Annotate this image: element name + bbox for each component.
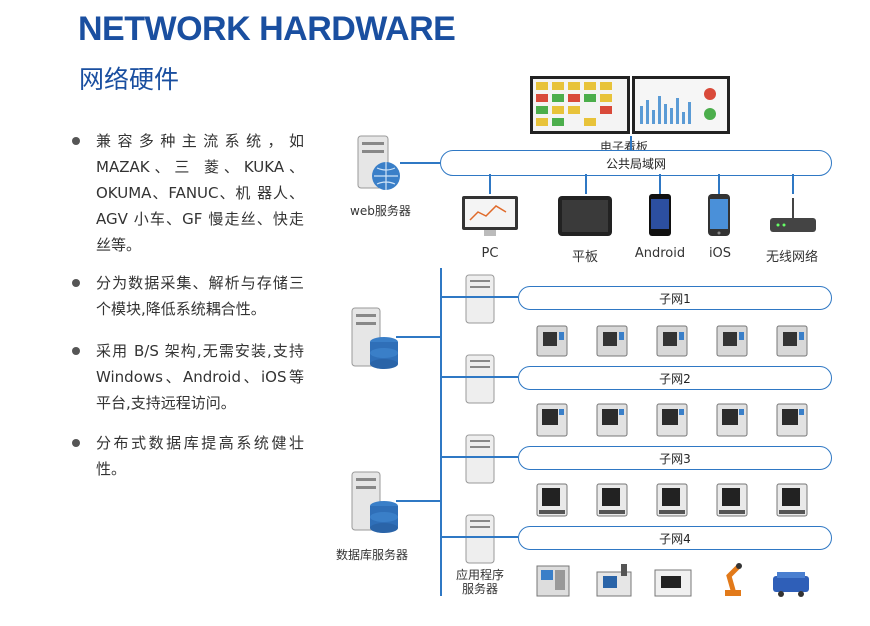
cnc-machine-icon [716,325,748,357]
page-title-en: NETWORK HARDWARE [78,10,456,48]
cnc-machine-icon [776,325,808,357]
app-server-icon [465,354,495,404]
wireless-router-icon [770,198,816,232]
device-label-tablet: 平板 [571,250,598,265]
dashboard-connector [630,136,632,154]
device-label-ios: iOS [708,246,732,261]
app-server-icon [465,274,495,324]
device-connector [718,174,720,194]
device-connector [489,174,491,194]
subnet-1-machines [536,325,808,357]
bullet-dot [72,439,80,447]
bullet-dot [72,137,80,145]
cnc-machine-icon [596,325,628,357]
bullet-item-distributed-db: 分布式数据库提高系统健壮性。 [72,430,304,482]
bullet-item-compat: 兼容多种主流系统，如MAZAK、三 菱、KUKA、OKUMA、FANUC、机 器… [72,128,304,258]
subnet-connector [440,296,518,298]
bullet-dot [72,279,80,287]
subnet-label: 子网2 [659,371,691,386]
cnc-machine-icon [776,403,808,437]
subnet-bus-2: 子网2 [518,366,832,390]
subnet-bus-1: 子网1 [518,286,832,310]
db-connector [396,336,440,338]
public-lan-label: 公共局域网 [605,156,666,171]
app-server-label: 应用程序服务器 [455,568,504,596]
tablet-icon [558,196,612,236]
cnc-machine-icon [716,483,748,517]
cnc-machine-icon [656,483,688,517]
device-label-pc: PC [481,246,499,261]
database-server-icon [351,471,398,533]
subnet-bus-4: 子网4 [518,526,832,550]
wire-edm-machine-icon [536,565,570,597]
device-label-wireless: 无线网络 [765,250,818,265]
subnet-label: 子网4 [659,531,691,546]
app-server-icon [465,434,495,484]
subnet-label: 子网1 [659,291,691,306]
cnc-machine-icon [536,403,568,437]
subnet-connector [440,456,518,458]
public-lan-bus: 公共局域网 [440,150,832,176]
db-server-label: 数据库服务器 [336,548,409,562]
bullet-dot [72,347,80,355]
bullet-text: 分为数据采集、解析与存储三个模块,降低系统耦合性。 [96,274,304,318]
subnet-connector [440,376,518,378]
cnc-machine-icon [716,403,748,437]
subnet-label: 子网3 [659,451,691,466]
dashboard-screens [530,76,730,134]
device-connector [585,174,587,194]
cnc-machine-icon [596,483,628,517]
device-connector [659,174,661,194]
subnet-connector [440,536,518,538]
device-connector [792,174,794,194]
cnc-machine-icon [536,325,568,357]
device-label-android: Android [634,246,686,261]
app-server-icon [465,514,495,564]
cnc-machine-icon [656,403,688,437]
bullet-text: 分布式数据库提高系统健壮性。 [96,434,304,478]
subnet-3-machines [536,483,808,517]
db-connector [396,500,440,502]
robot-arm-icon [725,563,742,596]
page-title-cn: 网络硬件 [79,65,180,94]
subnet-4-machines [536,563,809,597]
subnet-bus-3: 子网3 [518,446,832,470]
lathe-machine-icon [654,569,692,597]
cnc-machine-icon [596,564,632,597]
web-server-label: web服务器 [350,204,411,218]
android-phone-icon [649,194,671,236]
cnc-machine-icon [776,483,808,517]
bullet-text: 采用 B/S 架构,无需安装,支持 Windows、Android、iOS等平台… [96,342,304,412]
database-server-icon [351,307,398,369]
pc-icon [462,196,518,236]
agv-cart-icon [773,572,809,597]
bullet-item-architecture: 采用 B/S 架构,无需安装,支持 Windows、Android、iOS等平台… [72,338,304,416]
cnc-machine-icon [536,483,568,517]
bullet-text: 兼容多种主流系统，如MAZAK、三 菱、KUKA、OKUMA、FANUC、机 器… [96,132,304,254]
web-server-icon [357,135,400,190]
ios-phone-icon [708,194,730,236]
backbone-line [440,268,442,596]
web-server-connector [400,162,440,164]
cnc-machine-icon [656,325,688,357]
cnc-machine-icon [596,403,628,437]
bullet-item-modules: 分为数据采集、解析与存储三个模块,降低系统耦合性。 [72,270,304,322]
subnet-2-machines [536,403,808,437]
